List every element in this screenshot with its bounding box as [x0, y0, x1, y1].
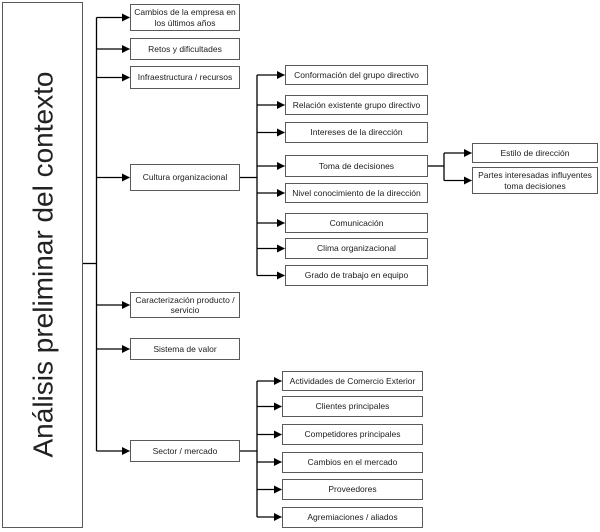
node-partes-interesadas: Partes interesadas influyentes toma deci… [472, 167, 598, 194]
node-clientes-principales: Clientes principales [282, 396, 423, 417]
node-proveedores: Proveedores [282, 479, 423, 500]
node-caracterizacion-producto-servicio: Caracterización producto / servicio [130, 292, 240, 318]
node-agremiaciones-aliados: Agremiaciones / aliados [282, 507, 423, 528]
node-cultura-organizacional: Cultura organizacional [130, 164, 240, 191]
node-cambios-mercado: Cambios en el mercado [282, 452, 423, 473]
node-actividades-comercio-exterior: Actividades de Comercio Exterior [282, 371, 423, 391]
node-label: Infraestructura / recursos [137, 72, 233, 83]
node-label: Caracterización producto / servicio [135, 294, 235, 315]
node-label: Retos y dificultades [148, 43, 222, 54]
node-sistema-de-valor: Sistema de valor [130, 338, 240, 360]
node-label: Toma de decisiones [318, 160, 395, 171]
node-label: Cultura organizacional [142, 172, 228, 183]
node-label: Relación existente grupo directivo [292, 99, 421, 110]
node-nivel-conocimiento-direccion: Nivel conocimiento de la dirección [285, 183, 428, 203]
node-label: Sistema de valor [153, 343, 217, 354]
node-label: Comunicación [329, 217, 384, 228]
node-infraestructura-recursos: Infraestructura / recursos [130, 66, 240, 89]
node-estilo-direccion: Estilo de dirección [472, 143, 598, 163]
node-label: Cambios de la empresa en los últimos año… [134, 7, 236, 28]
node-label: Clientes principales [315, 401, 390, 412]
node-sector-mercado: Sector / mercado [130, 440, 240, 462]
node-analisis-preliminar-contexto: Análisis preliminar del contexto [2, 2, 83, 528]
node-relacion-grupo-directivo: Relación existente grupo directivo [285, 95, 428, 115]
node-label: Grado de trabajo en equipo [304, 270, 409, 281]
node-label: Competidores principales [304, 429, 401, 440]
node-label: Conformación del grupo directivo [294, 69, 419, 80]
node-label: Intereses de la dirección [310, 127, 403, 138]
node-grado-trabajo-equipo: Grado de trabajo en equipo [285, 265, 428, 286]
node-clima-organizacional: Clima organizacional [285, 238, 428, 259]
node-intereses-direccion: Intereses de la dirección [285, 122, 428, 143]
node-competidores-principales: Competidores principales [282, 424, 423, 445]
node-retos-dificultades: Retos y dificultades [130, 38, 240, 60]
node-label: Análisis preliminar del contexto [26, 72, 58, 458]
node-toma-decisiones: Toma de decisiones [285, 155, 428, 177]
node-label: Proveedores [328, 484, 377, 495]
node-label: Sector / mercado [152, 445, 218, 456]
node-conformacion-grupo-directivo: Conformación del grupo directivo [285, 65, 428, 85]
node-label: Nivel conocimiento de la dirección [292, 187, 421, 198]
node-label: Clima organizacional [317, 243, 396, 254]
node-label: Estilo de dirección [500, 147, 570, 158]
node-label: Agremiaciones / aliados [307, 512, 398, 523]
node-label: Actividades de Comercio Exterior [289, 375, 416, 386]
node-label: Cambios en el mercado [307, 457, 398, 468]
node-label: Partes interesadas influyentes toma deci… [478, 170, 592, 191]
node-cambios-empresa: Cambios de la empresa en los últimos año… [130, 4, 240, 31]
node-comunicacion: Comunicación [285, 213, 428, 233]
